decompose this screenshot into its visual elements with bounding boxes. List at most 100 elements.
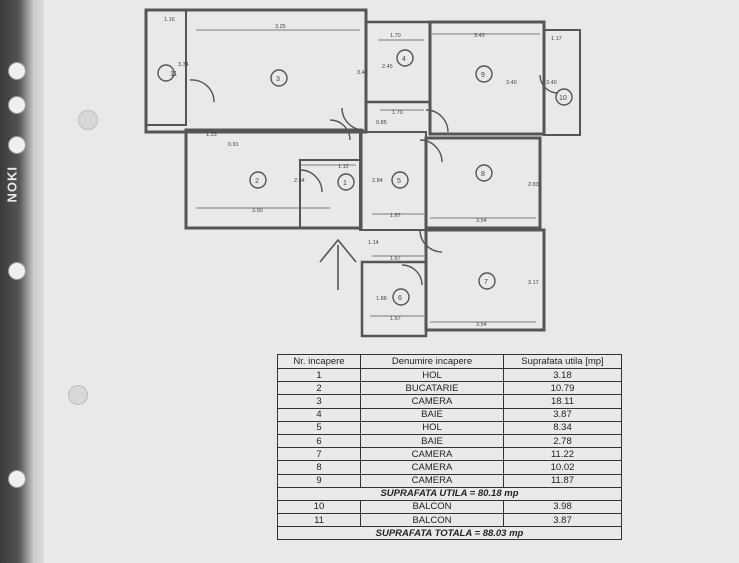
room-area-cell: 3.87 [503, 513, 622, 528]
area-table: Nr. incapere Denumire incapere Suprafata… [277, 354, 622, 541]
room-number-7: 7 [484, 279, 488, 286]
useful-area-total: SUPRAFATA UTILA = 80.18 mp [277, 486, 622, 501]
table-row: 2 BUCATARIE 10.79 [277, 381, 622, 396]
punch-hole [68, 385, 88, 405]
room-name-cell: HOL [360, 367, 504, 383]
column-header: Nr. incapere [277, 354, 361, 369]
room-number-cell: 1 [277, 367, 361, 383]
room-number-10: 10 [559, 95, 567, 102]
table-row: 11 BALCON 3.87 [277, 513, 622, 528]
dimension-label: 2.84 [294, 178, 305, 184]
dimension-label: 3.45 [357, 70, 368, 76]
table-row: 4 BAIE 3.87 [277, 407, 622, 422]
table-row: 5 HOL 8.34 [277, 420, 622, 435]
room-number-cell: 4 [277, 407, 361, 422]
room-number-1: 1 [343, 180, 347, 187]
dimension-label: 1.17 [551, 36, 562, 42]
dimension-label: 1.16 [164, 17, 175, 23]
room-name-cell: CAMERA [360, 447, 504, 462]
room-area-cell: 3.98 [503, 499, 622, 515]
entrance-arrow-icon [319, 238, 357, 290]
room-name-cell: BUCATARIE [360, 381, 504, 396]
dimension-label: 1.14 [368, 240, 379, 246]
room-number-6: 6 [398, 295, 402, 302]
column-header: Denumire incapere [360, 354, 504, 369]
room-number-cell: 7 [277, 447, 361, 462]
binder-ring [8, 62, 26, 80]
binder-spine: NOKI [0, 0, 48, 563]
binder-ring [8, 136, 26, 154]
dimension-label: 0.85 [376, 120, 387, 126]
table-row: 1 HOL 3.18 [277, 367, 622, 383]
room-name-cell: CAMERA [360, 394, 504, 409]
table-row: 10 BALCON 3.98 [277, 499, 622, 515]
room-area-cell: 18.11 [503, 394, 622, 409]
room-name-cell: BALCON [360, 513, 504, 528]
room-number-3: 3 [276, 76, 280, 83]
room-name-cell: CAMERA [360, 473, 504, 488]
dimension-label: 0.91 [228, 142, 239, 148]
dimension-label: 1.67 [390, 213, 401, 219]
dimension-label: 1.23 [206, 132, 217, 138]
binder-ring [8, 470, 26, 488]
table-header-row: Nr. incapere Denumire incapere Suprafata… [277, 354, 622, 369]
room-name-cell: BAIE [360, 407, 504, 422]
dimension-label: 1.12 [338, 164, 349, 170]
binder-ring [8, 96, 26, 114]
dimension-label: 3.54 [476, 218, 487, 224]
binder-ring [8, 262, 26, 280]
room-area-cell: 8.34 [503, 420, 622, 435]
room-number-cell: 6 [277, 433, 361, 449]
room-number-cell: 2 [277, 381, 361, 396]
room-area-cell: 11.87 [503, 473, 622, 488]
room-number-cell: 3 [277, 394, 361, 409]
floor-plan: 11 3 4 9 10 2 1 5 8 7 6 3.25 1.16 3.34 3… [144, 8, 581, 338]
room-name-cell: BAIE [360, 433, 504, 449]
dimension-label: 1.67 [390, 316, 401, 322]
room-name-cell: BALCON [360, 499, 504, 515]
dimension-label: 1.67 [390, 256, 401, 262]
room-number-9: 9 [481, 72, 485, 79]
document-sheet: 11 3 4 9 10 2 1 5 8 7 6 3.25 1.16 3.34 3… [44, 0, 739, 563]
room-number-4: 4 [402, 56, 406, 63]
room-area-cell: 3.18 [503, 367, 622, 383]
room-number-2: 2 [255, 178, 259, 185]
dimension-label: 3.40 [506, 80, 517, 86]
grand-total-row: SUPRAFATA TOTALA = 88.03 mp [277, 526, 622, 541]
table-row: 8 CAMERA 10.02 [277, 460, 622, 475]
room-number-cell: 11 [277, 513, 361, 528]
table-row: 3 CAMERA 18.11 [277, 394, 622, 409]
punch-hole [78, 110, 98, 130]
dimension-label: 3.17 [528, 280, 539, 286]
table-row: 6 BAIE 2.78 [277, 433, 622, 449]
room-number-cell: 10 [277, 499, 361, 515]
dimension-label: 1.70 [390, 33, 401, 39]
dimension-label: 3.43 [474, 33, 485, 39]
table-row: 7 CAMERA 11.22 [277, 447, 622, 462]
room-area-cell: 3.87 [503, 407, 622, 422]
room-number-cell: 9 [277, 473, 361, 488]
dimension-label: 2.84 [372, 178, 383, 184]
dimension-label: 3.34 [178, 62, 189, 68]
dimension-label: 3.40 [546, 80, 557, 86]
room-area-cell: 10.02 [503, 460, 622, 475]
dimension-label: 2.45 [382, 64, 393, 70]
dimension-label: 1.70 [392, 110, 403, 116]
dimension-label: 2.83 [528, 182, 539, 188]
room-area-cell: 11.22 [503, 447, 622, 462]
room-number-11: 11 [170, 71, 177, 78]
room-area-cell: 2.78 [503, 433, 622, 449]
grand-total: SUPRAFATA TOTALA = 88.03 mp [277, 526, 622, 541]
room-number-8: 8 [481, 171, 485, 178]
useful-area-total-row: SUPRAFATA UTILA = 80.18 mp [277, 486, 622, 501]
room-number-cell: 8 [277, 460, 361, 475]
dimension-label: 3.54 [476, 322, 487, 328]
table-row: 9 CAMERA 11.87 [277, 473, 622, 488]
room-name-cell: HOL [360, 420, 504, 435]
dimension-label: 1.88 [376, 296, 387, 302]
room-number-5: 5 [397, 178, 401, 185]
room-number-cell: 5 [277, 420, 361, 435]
room-name-cell: CAMERA [360, 460, 504, 475]
dimension-label: 3.90 [252, 208, 263, 214]
dimension-label: 3.25 [275, 24, 286, 30]
